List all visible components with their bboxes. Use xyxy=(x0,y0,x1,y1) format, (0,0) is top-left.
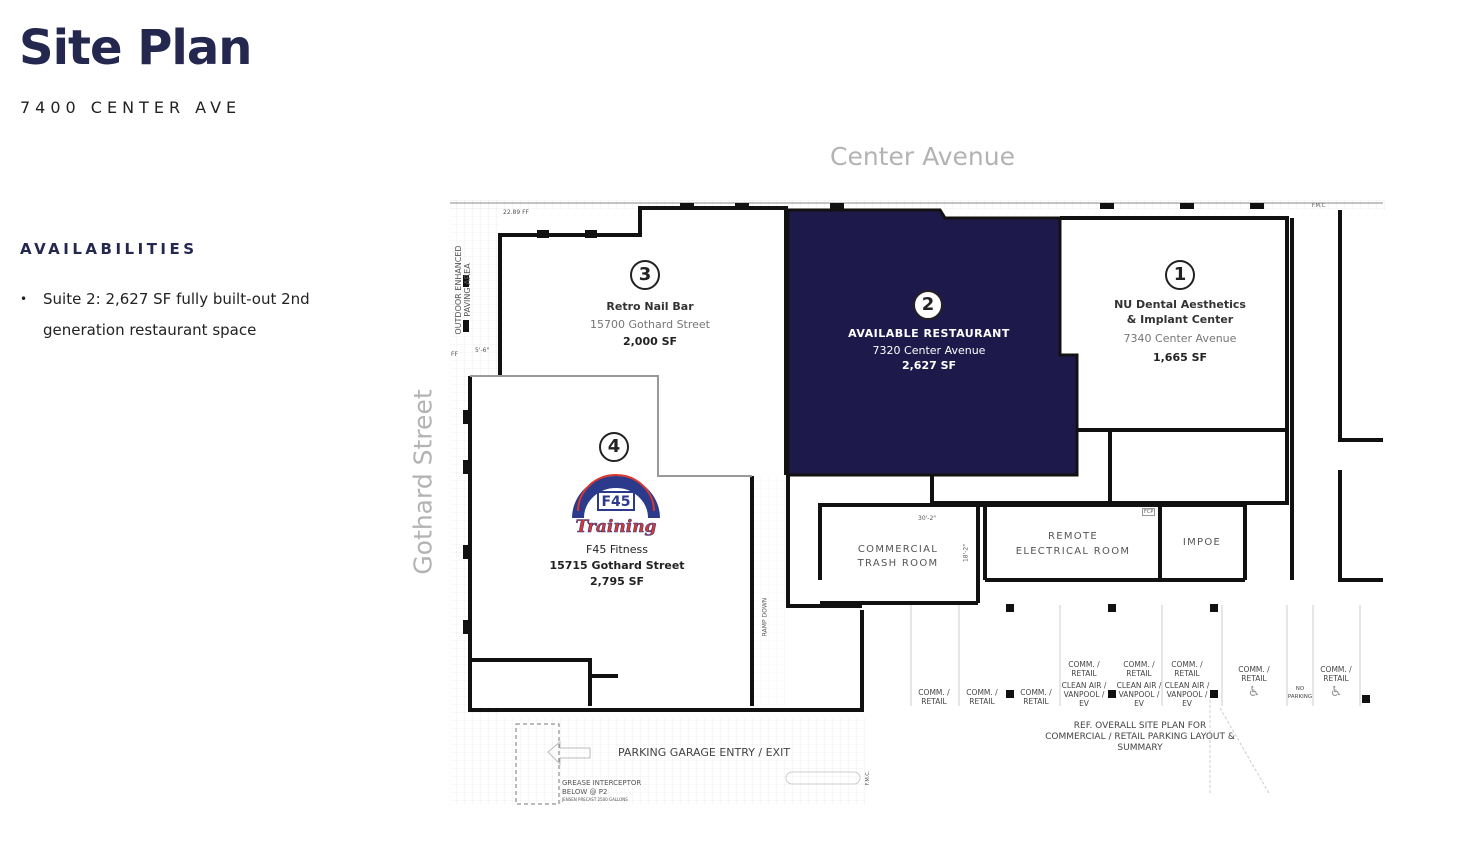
stall-text: CLEAN AIR / xyxy=(1164,681,1210,690)
svg-text:Training: Training xyxy=(576,517,657,537)
grease-interceptor-note: GREASE INTERCEPTOR BELOW @ P2 JENSEN PRE… xyxy=(562,779,641,802)
stall-text: RETAIL xyxy=(1071,669,1097,678)
accessible-icon: ♿ xyxy=(1329,684,1343,700)
note-line: COMMERCIAL / RETAIL PARKING LAYOUT & xyxy=(1045,732,1235,742)
stall-text: COMM. / xyxy=(966,688,998,697)
ff-note: FF xyxy=(451,351,458,358)
suite-address: 7320 Center Avenue xyxy=(872,344,986,357)
room-label-line: TRASH ROOM xyxy=(857,558,939,569)
parking-stall-label: COMM. /RETAIL CLEAN AIR /VANPOOL /EV xyxy=(1062,660,1107,708)
stall-text: VANPOOL / xyxy=(1063,690,1105,699)
suite-number-1: 1 xyxy=(1165,260,1195,290)
stall-text: RETAIL xyxy=(1023,697,1049,706)
stall-text: EV xyxy=(1079,699,1089,708)
note-line: OUTDOOR ENHANCED xyxy=(454,245,463,335)
stall-text: RETAIL xyxy=(1126,669,1152,678)
suite-name-line-2: & Implant Center xyxy=(1126,313,1234,326)
note-line: BELOW @ P2 xyxy=(562,788,608,796)
stall-text: VANPOOL / xyxy=(1118,690,1160,699)
impoe-room-label: IMPOE xyxy=(1182,537,1222,548)
parking-stall-label: COMM. /RETAIL xyxy=(1020,688,1051,706)
room-label-line: REMOTE xyxy=(1048,531,1098,542)
ff-elevation-note: 22.89 FF xyxy=(503,209,529,216)
dimension-note: 5'-6" xyxy=(475,347,490,354)
stall-text: COMM. / xyxy=(1238,665,1270,674)
parking-stall-label: COMM. /RETAIL CLEAN AIR /VANPOOL /EV xyxy=(1165,660,1210,708)
stall-text: RETAIL xyxy=(1241,674,1267,683)
suite-4-label: F45 Fitness 15715 Gothard Street 2,795 S… xyxy=(549,542,684,590)
parking-stall-label: COMM. /RETAIL xyxy=(966,688,997,706)
suite-name: NU Dental Aesthetics xyxy=(1114,298,1246,311)
availability-item: Suite 2: 2,627 SF fully built-out 2nd ge… xyxy=(20,284,323,346)
stall-text: COMM. / xyxy=(1320,665,1352,674)
note-line: GREASE INTERCEPTOR xyxy=(562,779,642,787)
suite-2-label: AVAILABLE RESTAURANT 7320 Center Avenue … xyxy=(848,326,1010,373)
no-parking-label: NO PARKING xyxy=(1288,685,1312,701)
suite-number-3: 3 xyxy=(630,260,660,290)
stall-text: COMM. / xyxy=(1123,660,1155,669)
parking-stall-label-accessible: COMM. /RETAIL♿ xyxy=(1320,665,1351,701)
stall-text: EV xyxy=(1134,699,1144,708)
room-label-line: ELECTRICAL ROOM xyxy=(1015,546,1131,557)
stall-text: COMM. / xyxy=(1020,688,1052,697)
fmc-note: F.M.C. xyxy=(865,770,871,786)
suite-sf: 1,665 SF xyxy=(1152,351,1208,364)
fmc-note: F.M.C. xyxy=(1312,203,1327,209)
suite-sf: 2,627 SF xyxy=(901,359,957,372)
suite-2-available-area xyxy=(786,208,1079,477)
suite-name: F45 Fitness xyxy=(586,543,648,556)
f45-logo: F45 Training xyxy=(572,474,660,537)
note-line: PAVING AREA xyxy=(463,263,472,317)
outdoor-paving-note: OUTDOOR ENHANCED PAVING AREA xyxy=(454,245,472,334)
stall-text: COMM. / xyxy=(1068,660,1100,669)
suite-3-label: Retro Nail Bar 15700 Gothard Street 2,00… xyxy=(590,299,710,349)
stall-text: CLEAN AIR / xyxy=(1061,681,1107,690)
svg-text:F45: F45 xyxy=(601,494,630,510)
stall-text: RETAIL xyxy=(969,697,995,706)
note-line: REF. OVERALL SITE PLAN FOR xyxy=(1073,721,1207,731)
accessible-icon: ♿ xyxy=(1247,684,1261,700)
stall-text: EV xyxy=(1182,699,1192,708)
stall-text: COMM. / xyxy=(1171,660,1203,669)
room-label-line: COMMERCIAL xyxy=(857,544,939,555)
parking-stall-label: COMM. /RETAIL xyxy=(918,688,949,706)
suite-name: Retro Nail Bar xyxy=(606,300,694,313)
availabilities-heading: AVAILABILITIES xyxy=(20,240,198,258)
suite-1-label: NU Dental Aesthetics & Implant Center 73… xyxy=(1114,297,1246,365)
note-line: JENSEN PRECAST 2500 GALLONS xyxy=(562,797,628,802)
stall-text: RETAIL xyxy=(921,697,947,706)
dimension-note: 30'-2" xyxy=(918,515,937,522)
stall-text: VANPOOL / xyxy=(1166,690,1208,699)
stall-text: RETAIL xyxy=(1174,669,1200,678)
note-line: SUMMARY xyxy=(1117,743,1163,753)
stall-text: NO xyxy=(1295,686,1305,692)
stall-text: COMM. / xyxy=(918,688,950,697)
page-title: Site Plan xyxy=(19,20,252,76)
parking-garage-entry-label: PARKING GARAGE ENTRY / EXIT xyxy=(618,746,791,759)
parking-reference-note: REF. OVERALL SITE PLAN FOR COMMERCIAL / … xyxy=(1045,721,1235,754)
suite-address: 15715 Gothard Street xyxy=(549,559,685,572)
fcp-note: FCP xyxy=(1142,508,1156,516)
parking-stall-label-accessible: COMM. /RETAIL♿ xyxy=(1238,665,1269,701)
suite-address: 7340 Center Avenue xyxy=(1123,332,1237,345)
commercial-trash-room-label: COMMERCIAL TRASH ROOM xyxy=(858,543,939,571)
stall-text: CLEAN AIR / xyxy=(1116,681,1162,690)
page-subtitle: 7400 CENTER AVE xyxy=(20,98,242,117)
street-label-center-avenue: Center Avenue xyxy=(830,142,1015,171)
parking-stall-label: COMM. /RETAIL CLEAN AIR /VANPOOL /EV xyxy=(1117,660,1162,708)
suite-address: 15700 Gothard Street xyxy=(589,318,711,331)
ramp-down-note: RAMP DOWN xyxy=(761,597,769,637)
suite-name: AVAILABLE RESTAURANT xyxy=(848,327,1010,340)
stall-text: PARKING xyxy=(1287,694,1313,700)
availabilities-list: Suite 2: 2,627 SF fully built-out 2nd ge… xyxy=(20,284,323,346)
suite-number-2: 2 xyxy=(913,290,943,320)
suite-sf: 2,795 SF xyxy=(589,575,645,588)
stall-text: RETAIL xyxy=(1323,674,1349,683)
dimension-note: 18'-2" xyxy=(962,543,970,563)
remote-electrical-room-label: REMOTE ELECTRICAL ROOM xyxy=(1016,529,1131,559)
suite-sf: 2,000 SF xyxy=(622,335,678,348)
suite-number-4: 4 xyxy=(599,432,629,462)
